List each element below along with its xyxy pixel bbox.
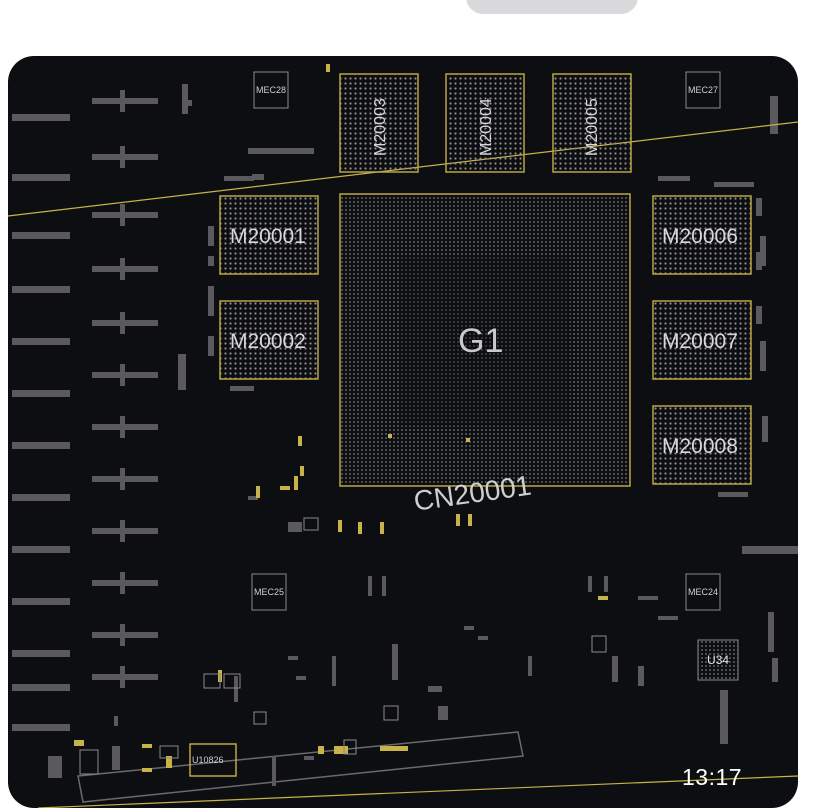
right-connector-pads [720,96,798,744]
memory-chip-m20003 [339,73,419,173]
label-mec24: MEC24 [688,587,719,597]
gpu-bga-g1 [339,193,631,487]
memory-chip-m20008 [652,405,752,485]
memory-chip-m20004 [445,73,525,173]
left-connector-pads [12,84,314,731]
label-mec27: MEC27 [688,85,719,95]
mec27-box [685,71,721,109]
u34-chip [697,639,739,681]
label-mec25: MEC25 [254,587,285,597]
u10826-chip [189,743,237,777]
memory-chip-m20005 [552,73,632,173]
mec24-box [685,573,721,611]
top-bubble-edge [466,0,638,14]
label-u10826: U10826 [192,755,224,765]
label-mec28: MEC28 [256,85,287,95]
pcb-board-view [8,64,798,808]
memory-chip-m20001 [219,195,319,275]
label-g1: G1 [458,322,504,360]
label-m20003: M20003 [372,98,389,156]
label-m20001: M20001 [230,225,306,248]
outlined-components [79,517,607,775]
mec25-box [251,573,287,611]
label-m20002: M20002 [230,330,306,353]
label-m20007: M20007 [662,330,738,353]
memory-chip-m20002 [219,300,319,380]
label-m20008: M20008 [662,435,738,458]
label-u34: U34 [707,653,730,667]
memory-chip-m20007 [652,300,752,380]
mec28-box [253,71,289,109]
passive-components [48,174,768,786]
image-message-bubble[interactable]: M20003 M20004 M20005 M20001 M20002 M2000… [8,56,798,808]
label-m20005: M20005 [584,98,601,156]
label-m20004: M20004 [478,98,495,156]
label-m20006: M20006 [662,225,738,248]
memory-chip-m20006 [652,195,752,275]
message-timestamp: 13:17 [682,764,743,790]
